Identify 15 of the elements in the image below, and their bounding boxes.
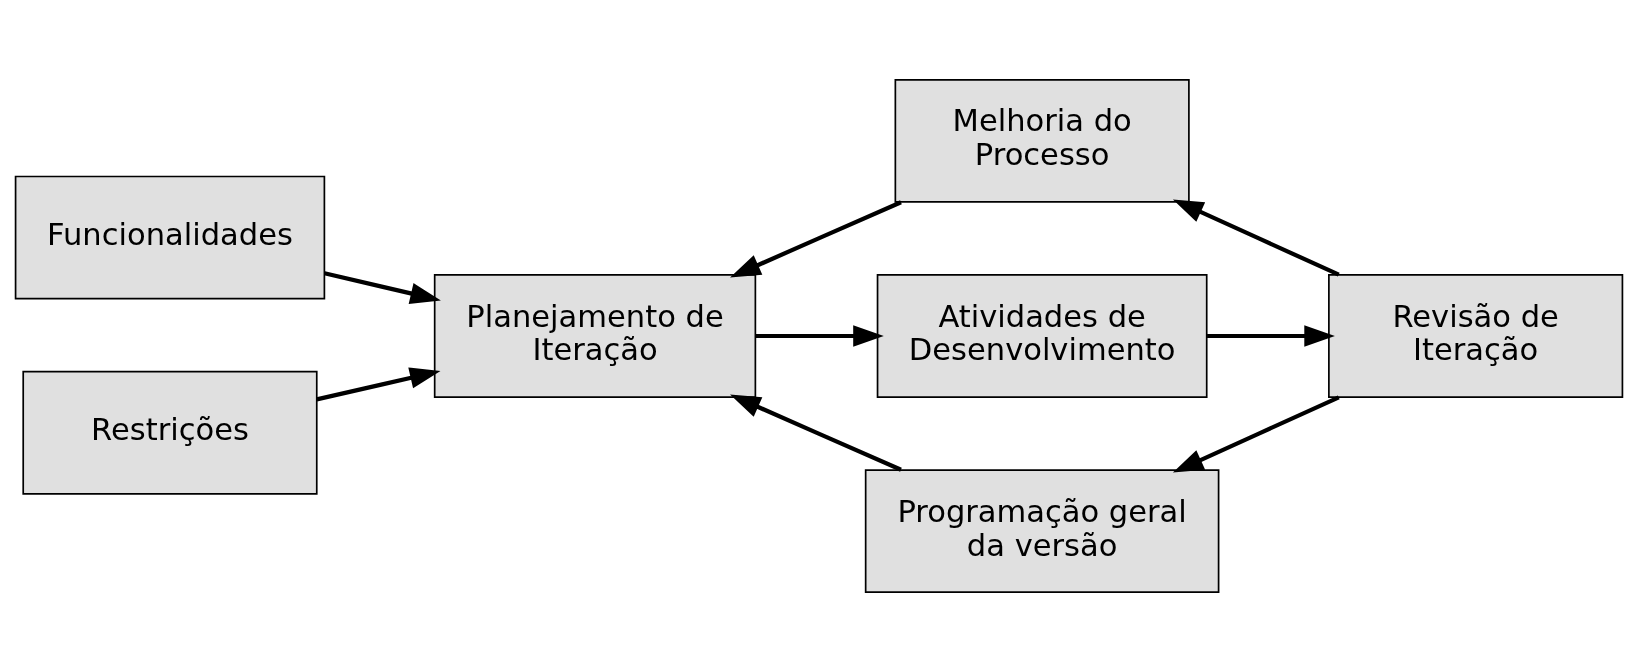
- arrow: [1207, 324, 1335, 347]
- arrow: [1172, 198, 1340, 277]
- arrow: [316, 366, 441, 401]
- arrow: [730, 199, 902, 277]
- node-box: Melhoria do Processo: [894, 78, 1190, 203]
- node-box: Atividades de Desenvolvimento: [876, 273, 1208, 398]
- node-box: Funcionalidades: [14, 175, 326, 300]
- arrow: [1172, 394, 1340, 473]
- node-box: Revisão de Iteração: [1328, 273, 1624, 398]
- arrow: [730, 394, 902, 472]
- node-box: Programação geral da versão: [864, 468, 1220, 593]
- arrow: [324, 270, 441, 304]
- arrow: [755, 324, 884, 347]
- node-box: Restrições: [22, 370, 318, 495]
- node-box: Planejamento de Iteração: [433, 273, 757, 398]
